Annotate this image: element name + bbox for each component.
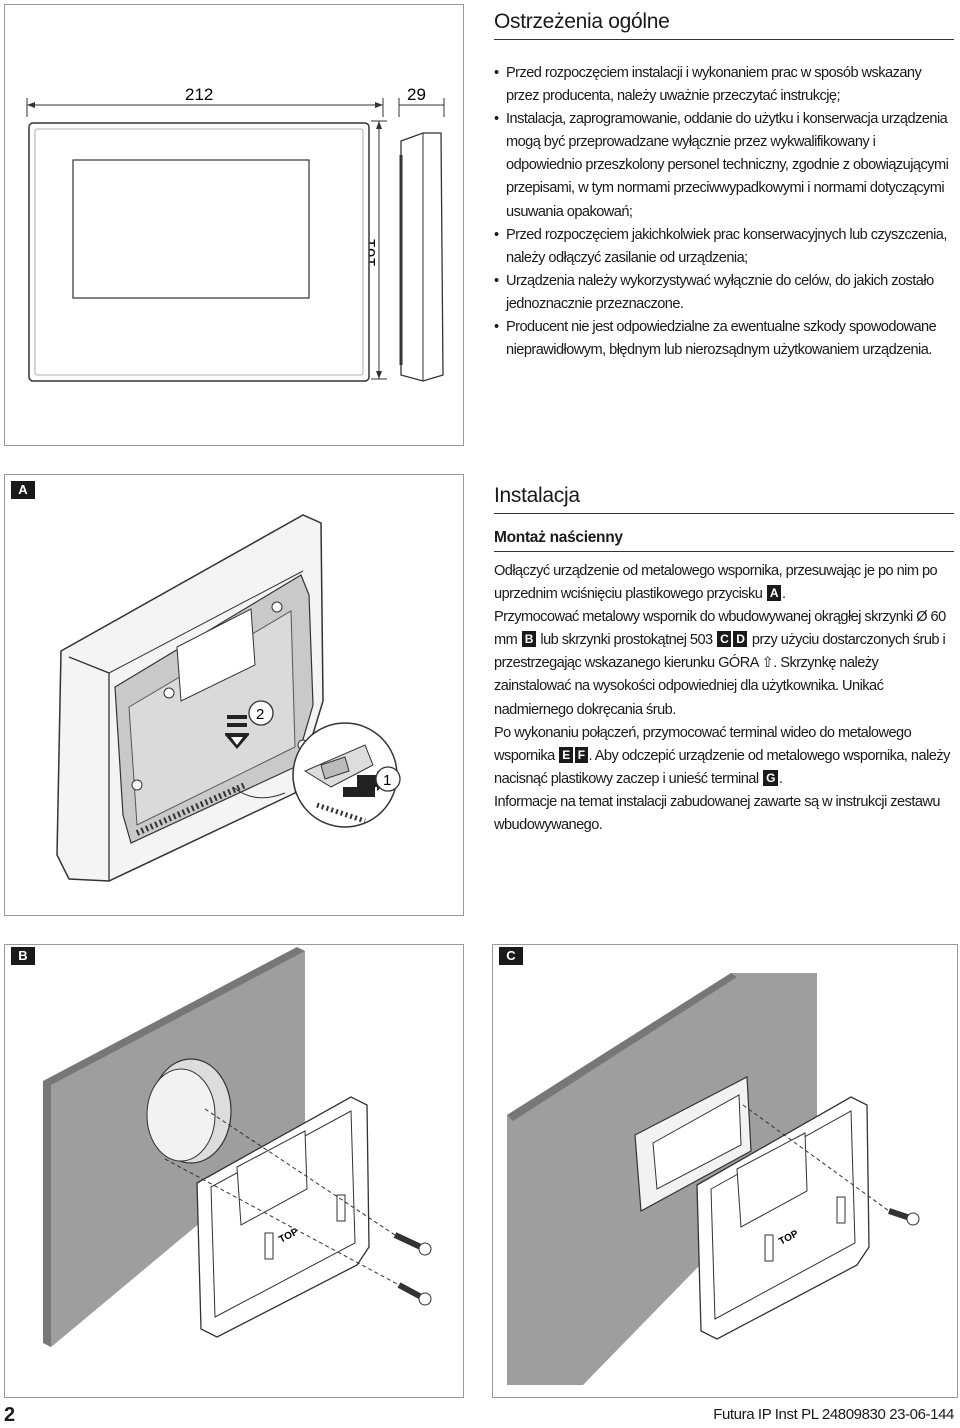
dimensions-figure: 212 29 161 xyxy=(4,4,464,446)
width-dimension: 212 xyxy=(185,85,213,104)
up-arrow-icon: ⇧ xyxy=(761,655,774,672)
wall-mount-heading: Montaż naścienny xyxy=(494,529,954,552)
paragraph-3: Po wykonaniu połączeń, przymocować termi… xyxy=(494,722,954,791)
wall-mount-title: Montaż naścienny xyxy=(494,529,623,546)
text-run: Po wykonaniu połączeń, przymocować termi… xyxy=(494,724,912,764)
text-run: Odłączyć urządzenie od metalowego wsporn… xyxy=(494,563,938,603)
figure-ref-e: E xyxy=(559,746,573,763)
device-dimensions-drawing: 212 29 161 xyxy=(26,85,445,382)
warning-item: Urządzenia należy wykorzystywać wyłączni… xyxy=(494,270,954,316)
paragraph-1: Odłączyć urządzenie od metalowego wsporn… xyxy=(494,560,954,606)
page-number: 2 xyxy=(4,1404,16,1426)
figure-ref-d: D xyxy=(733,631,748,648)
wall-mount-drawing: 2 1 xyxy=(56,514,401,882)
warnings-list-block: Przed rozpoczęciem instalacji i wykonani… xyxy=(494,62,954,362)
figure-a: A 2 1 xyxy=(4,474,464,916)
paragraph-2: Przymocować metalowy wspornik do wbudowy… xyxy=(494,606,954,721)
warnings-heading: Ostrzeżenia ogólne xyxy=(494,10,954,40)
figure-ref-b: B xyxy=(521,631,536,648)
callout-2: 2 xyxy=(256,706,264,723)
installation-title: Instalacja xyxy=(494,484,580,507)
text-run: . Skrzynkę należy zainstalować na wysoko… xyxy=(494,655,884,718)
text-run: . xyxy=(778,770,783,787)
text-run: . xyxy=(782,586,786,603)
heading-rule xyxy=(494,513,954,514)
heading-rule xyxy=(494,39,954,40)
callout-1: 1 xyxy=(383,772,391,789)
figure-ref-c: C xyxy=(717,631,732,648)
text-run: . Aby odczepić urządzenie od metalowego … xyxy=(494,747,950,787)
warnings-title: Ostrzeżenia ogólne xyxy=(494,10,670,33)
figure-b: B TOP xyxy=(4,944,464,1398)
figure-c-tag: C xyxy=(499,947,523,965)
warning-item: Przed rozpoczęciem instalacji i wykonani… xyxy=(494,62,954,108)
text-run: lub skrzynki prostokątnej 503 xyxy=(540,632,713,649)
text-run: przy użyciu dostarczonych śrub i przestr… xyxy=(494,632,946,672)
warning-item: Producent nie jest odpowiedzialne za ewe… xyxy=(494,316,954,362)
paragraph-4: Informacje na temat instalacji zabudowan… xyxy=(494,793,941,834)
rectangular-box-mount-drawing: TOP xyxy=(507,973,920,1385)
figure-b-tag: B xyxy=(11,947,35,965)
installation-heading: Instalacja xyxy=(494,484,954,514)
warning-item: Instalacja, zaprogramowanie, oddanie do … xyxy=(494,108,954,223)
figure-c: C TOP xyxy=(492,944,958,1398)
warning-item: Przed rozpoczęciem jakichkolwiek prac ko… xyxy=(494,224,954,270)
warnings-list: Przed rozpoczęciem instalacji i wykonani… xyxy=(494,62,954,362)
text-run: Przymocować metalowy wspornik do wbudowy… xyxy=(494,609,946,649)
document-code: Futura IP Inst PL 24809830 23-06-144 xyxy=(713,1406,954,1423)
round-box-mount-drawing: TOP xyxy=(43,947,432,1347)
depth-dimension: 29 xyxy=(407,85,426,104)
figure-ref-f: F xyxy=(574,746,588,763)
figure-a-tag: A xyxy=(11,481,35,499)
figure-ref-a: A xyxy=(766,585,781,602)
subheading-rule xyxy=(494,551,954,552)
installation-text: Odłączyć urządzenie od metalowego wsporn… xyxy=(494,560,954,837)
figure-ref-g: G xyxy=(763,769,778,786)
